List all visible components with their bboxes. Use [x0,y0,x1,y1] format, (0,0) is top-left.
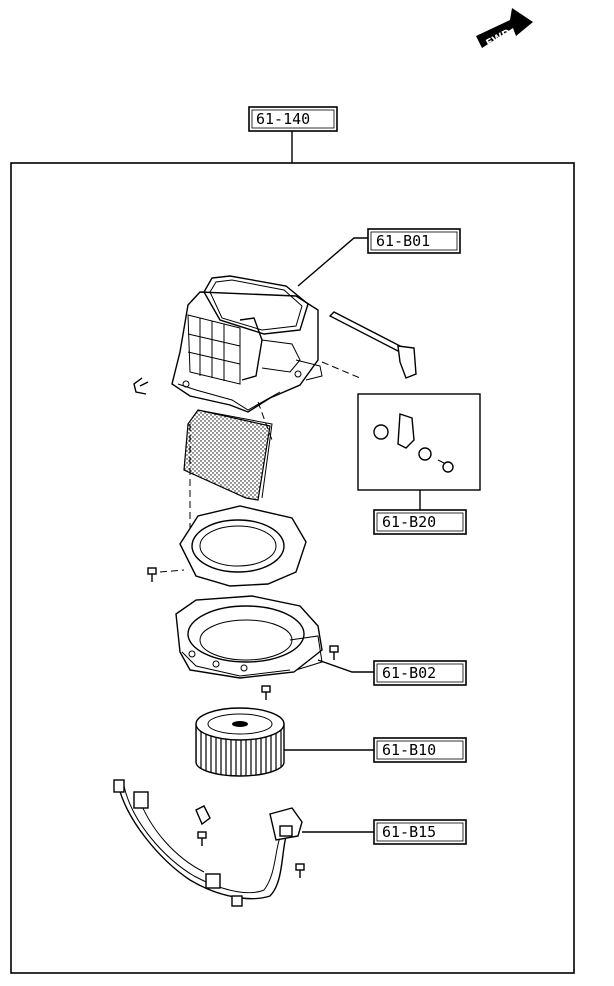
callout-resistor-harness: 61-B15 [302,819,467,845]
screw-icon [295,863,305,878]
forward-arrow-icon: FWD [476,8,533,50]
callout-case-lower: 61-B02 [317,659,467,686]
link-kit-label: 61-B20 [382,513,436,531]
callout-fan-motor: 61-B10 [284,737,467,763]
wire-harness [113,779,303,907]
link-kit: 61-B20 [357,393,481,535]
assembly-frame [10,162,575,974]
screw-icon [329,645,339,660]
screw-icon [261,685,271,700]
assembly-label: 61-140 [256,110,310,128]
case-upper-label: 61-B01 [376,232,430,250]
fan-motor-label: 61-B10 [382,741,436,759]
callout-case-upper: 61-B01 [297,228,461,287]
fan-plate [179,505,307,587]
resistor-harness-label: 61-B15 [382,823,436,841]
clip [195,805,211,826]
air-filter [183,401,273,560]
fan-motor [195,707,285,777]
lower-case [175,595,323,679]
case-lower-label: 61-B02 [382,664,436,682]
guide-line [321,361,361,379]
upper-case [171,275,323,413]
screw-icon [197,831,207,846]
guide-line [159,569,185,573]
control-rod [328,311,417,379]
clip [133,377,149,395]
screw-icon [147,567,157,582]
assembly-callout: 61-140 [248,106,338,163]
